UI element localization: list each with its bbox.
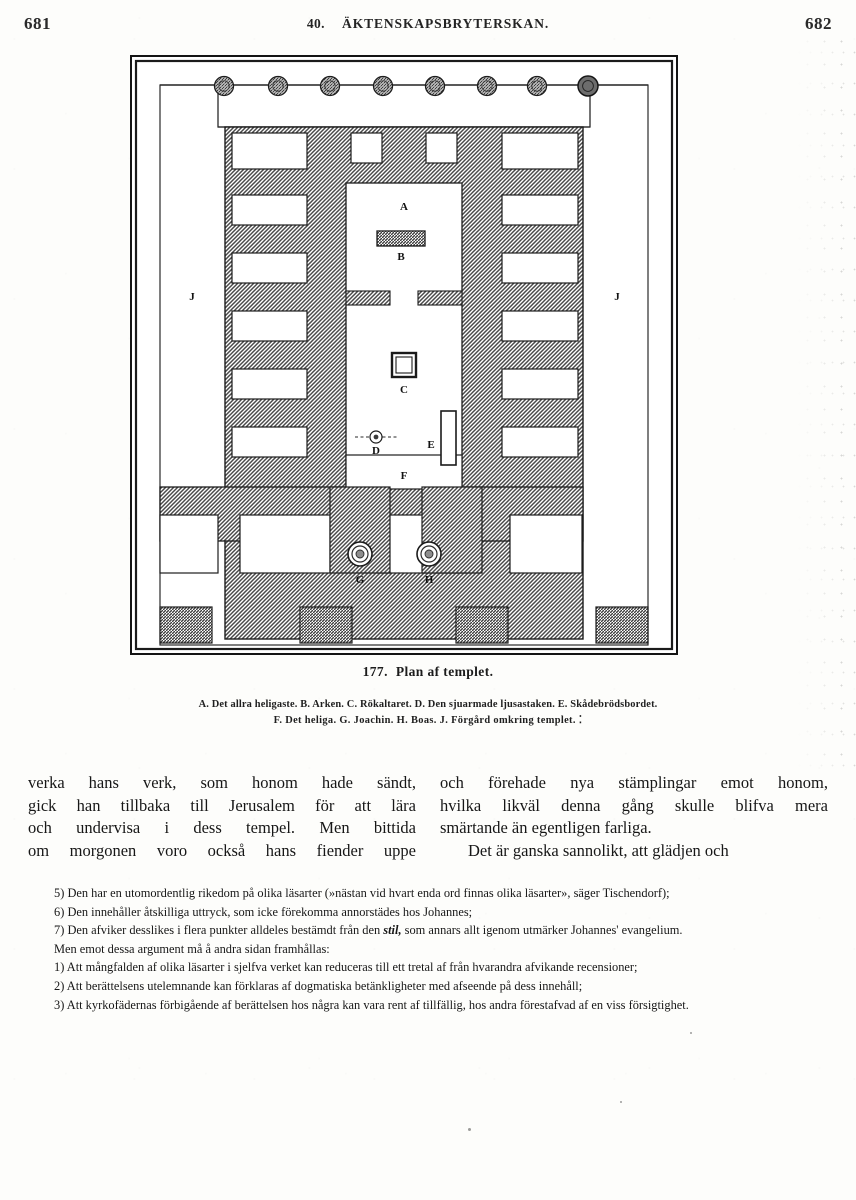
porch-column	[319, 75, 341, 97]
lampstand-symbol	[355, 430, 398, 444]
body-line: och förehade nya stämplingar emot honom,	[440, 773, 828, 792]
body-line: smärtande än egentligen farliga.	[440, 818, 652, 837]
footnote-marker: 5)	[54, 886, 65, 900]
porch-column	[424, 75, 446, 97]
footnote-item: 5) Den har en utomordentlig rikedom på o…	[28, 884, 820, 903]
figure-number: 177.	[362, 664, 388, 679]
porch-column	[372, 75, 394, 97]
plan-label-B: B	[397, 251, 405, 263]
footnote-text: Men emot dessa argument må å andra sidan…	[54, 941, 330, 956]
porch-column	[577, 75, 599, 97]
footnote-block: 5) Den har en utomordentlig rikedom på o…	[28, 884, 820, 1014]
folio-left: 681	[24, 14, 51, 33]
footnote-item: 6) Den innehåller åtskilliga uttryck, so…	[28, 903, 820, 922]
body-column-right: och förehade nya stämplingar emot honom,…	[440, 772, 828, 862]
body-line: och undervisa i dess tempel. Men bittida	[28, 818, 416, 837]
porch-column	[267, 75, 289, 97]
temple-furniture	[347, 230, 457, 567]
chapter-number: 40.	[306, 16, 325, 31]
plan-label-J-right: J	[614, 291, 620, 303]
footnote-emphasis: stil,	[383, 923, 402, 938]
footnote-text: Att berättelsens utelemnande kan förklar…	[66, 978, 583, 993]
footnote-marker: 1)	[54, 960, 65, 975]
figure-caption: 177. Plan af templet.	[0, 664, 856, 680]
scan-edge-speckle	[796, 30, 856, 770]
body-line: hvilka likväl denna gång skulle blifva m…	[440, 795, 828, 815]
body-line: om morgonen voro också hans fiender uppe	[28, 840, 416, 860]
scan-speck	[620, 1101, 622, 1103]
body-line: verka hans verk, som honom hade sändt,	[28, 773, 416, 792]
footnote-item: 2) Att berättelsens utelemnande kan förk…	[28, 977, 820, 996]
plan-label-H: H	[425, 574, 434, 586]
footnote-item: 7) Den afviker desslikes i flera punkter…	[28, 921, 820, 940]
folio-right: 682	[805, 14, 832, 33]
figure-legend-line-1: A. Det allra heligaste. B. Arken. C. Rök…	[198, 699, 658, 710]
footnote-item: 3) Att kyrkofädernas förbigående af berä…	[28, 996, 820, 1015]
chapter-running-title: 40. ÄKTENSKAPSBRYTERSKAN.	[0, 16, 856, 32]
footnote-marker: 3)	[54, 997, 65, 1012]
figure-temple-plan: A B C D E F G H J J	[130, 55, 678, 655]
footnote-text-pre: Den afviker desslikes i flera punkter al…	[67, 923, 384, 938]
plan-label-C: C	[400, 384, 408, 396]
temple-porch-colonnade	[160, 75, 648, 128]
figure-legend-line-2: F. Det heliga. G. Joachin. H. Boas. J. F…	[273, 715, 583, 727]
plan-label-J-left: J	[189, 291, 195, 303]
plan-label-E: E	[427, 439, 434, 451]
footnote-marker: 2)	[54, 978, 65, 993]
body-line: Det är ganska sannolikt, att glädjen och	[468, 840, 729, 860]
footnote-marker: 7)	[54, 923, 65, 938]
pillar-joachin-symbol	[347, 541, 373, 567]
figure-title: Plan af templet.	[395, 664, 494, 679]
porch-column	[526, 75, 548, 97]
footnote-text: Den innehåller åtskilliga uttryck, som i…	[67, 904, 473, 919]
porch-column	[476, 75, 498, 97]
shewbread-table-symbol	[440, 410, 457, 466]
body-column-left: verka hans verk, som honom hade sändt, g…	[28, 772, 416, 862]
plan-label-D: D	[372, 445, 380, 457]
pillar-boas-symbol	[416, 541, 442, 567]
footnote-text: Att mångfalden af olika läsarter i sjelf…	[66, 960, 638, 975]
porch-column	[213, 75, 235, 97]
footnote-item: 1) Att mångfalden af olika läsarter i sj…	[28, 958, 820, 977]
footnote-text: Att kyrkofädernas förbigående af berätte…	[66, 997, 689, 1012]
temple-plan-drawing: A B C D E F G H J J	[134, 59, 674, 651]
temple-masonry-block	[159, 126, 649, 644]
chapter-title: ÄKTENSKAPSBRYTERSKAN.	[342, 16, 550, 31]
scan-speck	[690, 1032, 692, 1034]
running-head: 681 40. ÄKTENSKAPSBRYTERSKAN. 682	[0, 14, 856, 38]
ark-symbol	[376, 230, 426, 247]
footnote-marker: 6)	[54, 904, 65, 919]
footnote-text: Den har en utomordentlig rikedom på olik…	[67, 886, 670, 900]
figure-legend: A. Det allra heligaste. B. Arken. C. Rök…	[60, 697, 796, 729]
body-text: verka hans verk, som honom hade sändt, g…	[28, 772, 828, 862]
plan-label-A: A	[400, 201, 408, 213]
body-line: gick han tillbaka till Jerusalem för att…	[28, 795, 416, 815]
footnote-item: Men emot dessa argument må å andra sidan…	[28, 940, 820, 959]
plan-label-G: G	[356, 574, 365, 586]
plan-label-F: F	[401, 470, 408, 482]
footnote-text-post: som annars allt igenom utmärker Johannes…	[401, 923, 683, 938]
scan-speck	[468, 1128, 471, 1131]
